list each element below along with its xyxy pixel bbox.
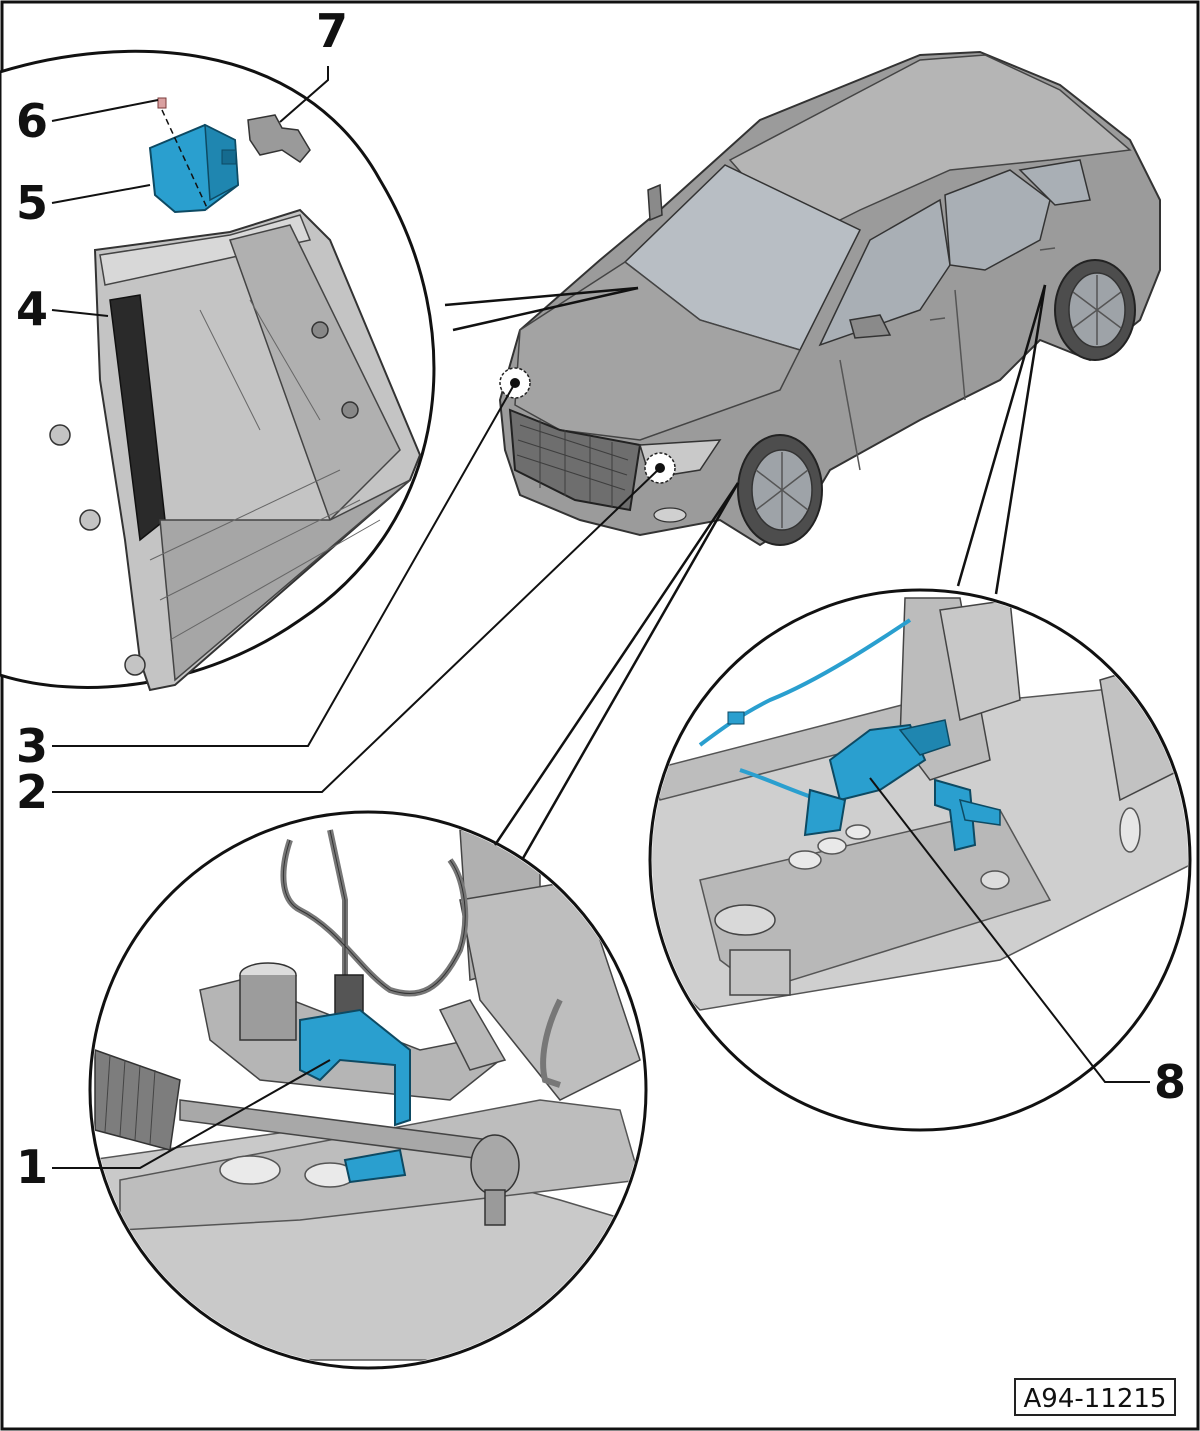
detail-circle-front-axle — [88, 810, 648, 1370]
rear-level-sensor-highlighted — [803, 719, 1001, 852]
callout-5: 5 — [16, 176, 49, 230]
leader-lines-detail-rear — [956, 284, 1047, 595]
screw — [157, 97, 209, 211]
callout-3: 3 — [16, 719, 49, 773]
detail-circle-rear-axle — [648, 588, 1192, 1132]
callout-2: 2 — [16, 765, 49, 819]
callout-leaders — [51, 66, 1150, 1169]
connector-bracket — [247, 114, 311, 163]
callout-4: 4 — [16, 282, 49, 336]
callout-8: 8 — [1154, 1055, 1187, 1109]
control-unit-highlighted — [148, 123, 240, 214]
callout-7: 7 — [316, 4, 349, 58]
leader-lines-detail-top — [444, 286, 639, 332]
detail-circle-control-unit — [0, 49, 436, 692]
callout-6: 6 — [16, 94, 49, 148]
front-level-sensor-highlighted — [299, 974, 411, 1184]
glove-box-housing — [49, 208, 422, 692]
figure-reference-label: A94-11215 — [1014, 1378, 1176, 1416]
callout-1: 1 — [16, 1140, 49, 1194]
car-illustration — [498, 50, 1161, 547]
leader-lines-detail-front — [493, 482, 740, 861]
